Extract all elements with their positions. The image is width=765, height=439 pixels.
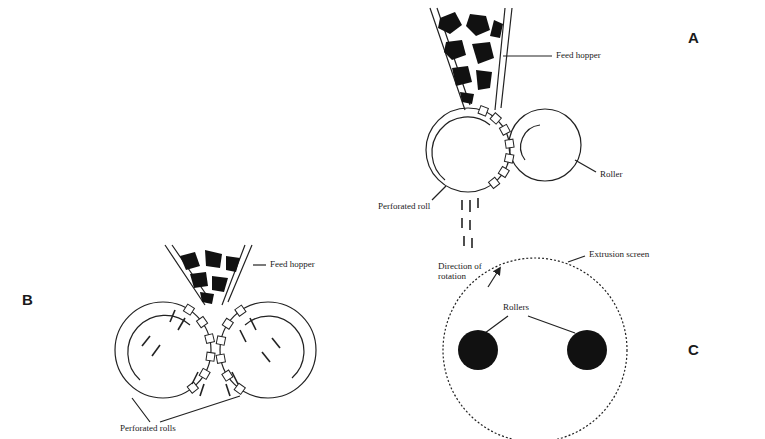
- extrudate-strand: [192, 372, 198, 384]
- part-label: Direction of rotation: [438, 262, 488, 282]
- part-label: Feed hopper: [270, 260, 315, 270]
- part-label: Perforated roll: [378, 202, 430, 212]
- extrudate-strand: [200, 384, 204, 396]
- panel-letter: C: [688, 342, 699, 359]
- perforated-roll: [220, 302, 316, 398]
- extrudate-strand: [461, 218, 463, 228]
- roll-hole: [183, 304, 194, 315]
- extrudate-strand: [463, 236, 465, 246]
- roll-hole: [504, 154, 513, 163]
- extrudate-strand: [232, 372, 238, 384]
- extrusion-screen: [443, 258, 627, 439]
- panel-letter: B: [22, 292, 33, 309]
- roll-hole: [206, 352, 215, 361]
- roll-hole: [216, 354, 225, 363]
- extrudate-strand: [250, 318, 256, 330]
- extrudate-strand: [461, 200, 463, 210]
- perforated-roll: [115, 302, 211, 398]
- roll-hole: [222, 318, 233, 329]
- part-label: Perforated rolls: [120, 424, 176, 434]
- roll-hole: [235, 305, 246, 316]
- roll-hole: [205, 334, 215, 344]
- extrudate-strand: [262, 352, 270, 362]
- roll-hole: [222, 370, 233, 381]
- hopper-wall: [222, 245, 252, 305]
- extrudate-strand: [170, 310, 175, 322]
- roll-hole: [234, 383, 245, 394]
- extrudate-strand: [272, 338, 280, 348]
- roll-hole: [488, 177, 499, 188]
- extrudate-strand: [471, 238, 473, 248]
- leader-line: [575, 160, 596, 172]
- extrudate-strand: [142, 336, 150, 346]
- panel-letter: A: [688, 30, 699, 47]
- part-label: Rollers: [503, 303, 529, 313]
- roller: [509, 109, 581, 181]
- roller-inner: [521, 125, 540, 160]
- feed-chunks: [180, 12, 607, 370]
- roll-hole: [505, 139, 514, 148]
- roll-hole: [478, 106, 488, 116]
- extrudate-strand: [240, 330, 246, 342]
- roll-hole: [499, 124, 510, 135]
- leader-line: [503, 55, 552, 56]
- roll-hole: [196, 317, 207, 328]
- roll-hole: [498, 166, 509, 177]
- leader-line: [253, 264, 266, 265]
- leader-line: [485, 316, 575, 333]
- roll-hole: [216, 336, 225, 345]
- roll-inner: [128, 315, 190, 380]
- roll-inner: [432, 117, 490, 180]
- extrudate-strand: [178, 318, 185, 330]
- roll-hole: [199, 368, 210, 379]
- part-label: Extrusion screen: [589, 250, 649, 260]
- extrudate-strand: [469, 220, 471, 230]
- leader-line: [132, 396, 240, 422]
- extrudate-strand: [152, 345, 160, 356]
- part-label: Feed hopper: [556, 51, 601, 61]
- part-label: Roller: [600, 170, 623, 180]
- leader-line: [568, 256, 585, 262]
- extrudate-strand: [469, 200, 471, 212]
- extrudate-strand: [477, 198, 479, 208]
- roll-hole: [490, 113, 501, 124]
- perforated-roll: [426, 108, 510, 192]
- extrudate-strand: [226, 384, 230, 396]
- rotation-arrow: [488, 268, 500, 287]
- leader-line: [432, 186, 446, 200]
- roll-inner: [245, 316, 304, 378]
